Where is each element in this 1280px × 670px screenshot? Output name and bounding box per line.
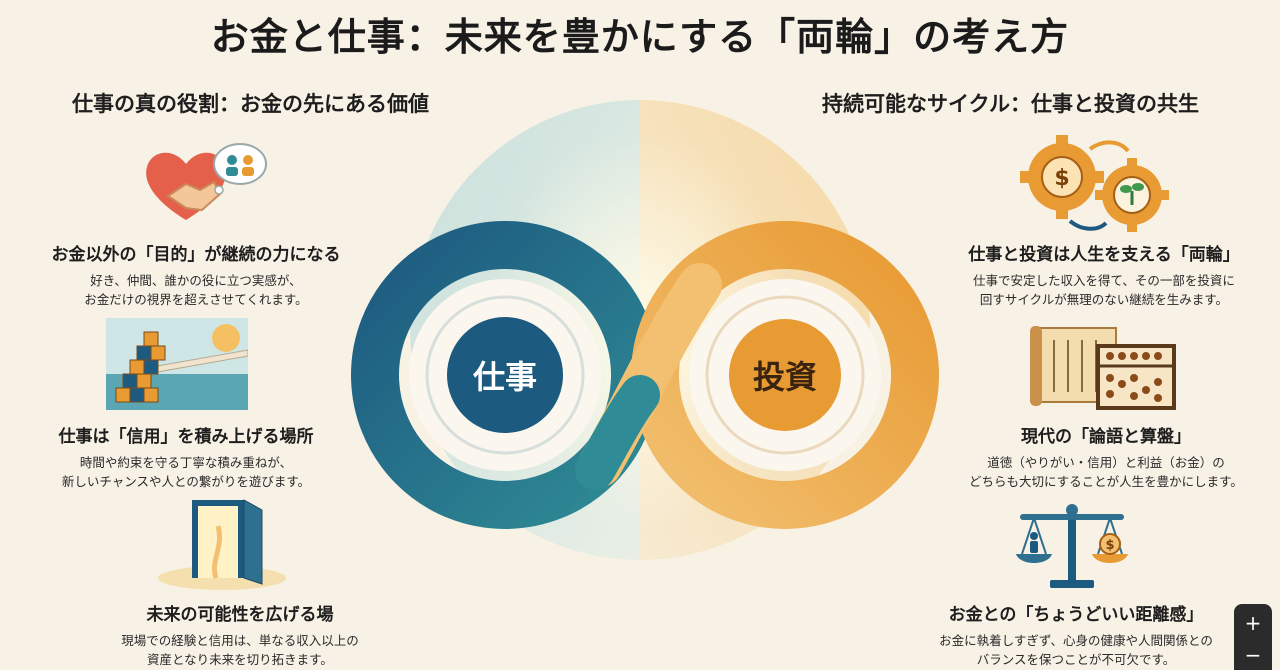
left-item-2-title: 仕事は「信用」を積み上げる場所 [58,427,314,447]
invest-inner-line [705,295,865,455]
right-item-2-desc: 道徳（やりがい・信用）と利益（お金）の どちらも大切にすることが人生を豊かにしま… [969,455,1243,489]
infinity-diagram: 仕事 投資 [351,100,939,560]
left-item-2: 仕事は「信用」を積み上げる場所 時間や約束を守る丁寧な積み重ねが、 新しいチャン… [0,422,376,491]
svg-text:$: $ [1105,538,1114,553]
left-column-heading: 仕事の真の役割：お金の先にある価値 [72,92,429,116]
gears-cycle-icon: $ [1020,135,1169,232]
heart-handshake-icon [146,143,267,220]
right-item-3-desc: お金に執着しすぎず、心身の健康や人間関係との バランスを保つことが不可欠です。 [939,633,1213,667]
zoom-in-button[interactable]: + [1244,611,1262,635]
left-item-1: お金以外の「目的」が継続の力になる 好き、仲間、誰かの役に立つ実感が、 お金だけ… [6,240,386,309]
invest-label: 投資 [753,358,817,396]
work-label: 仕事 [473,358,537,396]
crossover-band-work [575,375,660,490]
right-column-heading: 持続可能なサイクル：仕事と投資の共生 [822,92,1199,116]
right-item-2: 現代の「論語と算盤」 道徳（やりがい・信用）と利益（お金）の どちらも大切にする… [916,422,1280,491]
left-item-2-desc: 時間や約束を守る丁寧な積み重ねが、 新しいチャンスや人との繋がりを遊びます。 [61,455,311,489]
zoom-out-button[interactable]: − [1244,643,1262,667]
left-item-3: 未来の可能性を広げる場 現場での経験と信用は、単なる収入以上の 資産となり未来を… [50,600,430,669]
work-disc [447,317,563,433]
scroll-abacus-icon [1030,326,1176,410]
blocks-bridge-icon [106,318,248,410]
open-door-icon [158,499,286,590]
left-item-3-title: 未来の可能性を広げる場 [146,605,334,625]
right-item-1-title: 仕事と投資は人生を支える「両輪」 [968,245,1240,265]
left-item-1-desc: 好き、仲間、誰かの役に立つ実感が、 お金だけの視界を超えさせてくれます。 [84,273,308,307]
right-item-3: お金との「ちょうどいい距離感」 お金に執着しすぎず、心身の健康や人間関係との バ… [886,600,1266,669]
balance-scale-icon: $ [1016,504,1128,588]
right-item-1-desc: 仕事で安定した収入を得て、その一部を投資に 回すサイクルが無理のない継続を生みま… [973,273,1235,307]
left-item-3-desc: 現場での経験と信用は、単なる収入以上の 資産となり未来を切り拓きます。 [121,633,359,667]
right-item-1: 仕事と投資は人生を支える「両輪」 仕事で安定した収入を得て、その一部を投資に 回… [914,240,1280,309]
zoom-control: + − [1234,604,1272,670]
svg-text:$: $ [1054,166,1069,191]
right-item-2-title: 現代の「論語と算盤」 [1021,427,1191,447]
right-item-3-title: お金との「ちょうどいい距離感」 [948,605,1204,625]
left-item-1-title: お金以外の「目的」が継続の力になる [51,245,341,265]
work-inner-line [425,295,585,455]
invest-disc [729,319,841,431]
page-title: お金と仕事：未来を豊かにする「両輪」の考え方 [210,15,1070,59]
